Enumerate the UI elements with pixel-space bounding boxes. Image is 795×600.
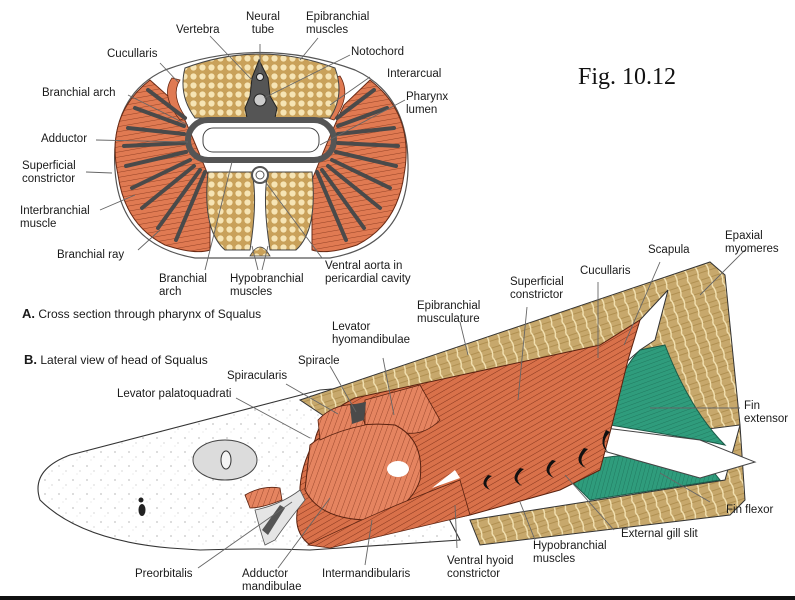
label-interarcual: Interarcual [387,68,442,80]
panel-b-caption-text: Lateral view of head of Squalus [40,353,208,367]
label-scapula: Scapula [648,244,690,256]
label-neural-tube: Neural tube [246,11,280,36]
label-vertebra: Vertebra [176,24,220,36]
label-levator-hyomandibulae: Levator hyomandibulae [332,321,411,346]
cross-section-diagram [85,35,409,271]
label-hypobranchial-muscles-a: Hypobranchial muscles [230,273,304,298]
figure-number: Fig. 10.12 [578,64,677,90]
label-external-gill-slit: External gill slit [621,528,698,540]
label-pharynx-lumen: Pharynx lumen [406,91,449,116]
label-levator-palatoquadrati: Levator palatoquadrati [117,388,232,400]
label-fin-extensor: Fin extensor [744,400,789,425]
eye [220,450,232,470]
label-branchial-ray: Branchial ray [57,249,125,261]
label-cucullaris-b: Cucullaris [580,265,631,277]
hypobranchial-band [469,424,746,546]
label-intermandibularis: Intermandibularis [322,568,411,580]
right-branchial-muscle [311,79,407,253]
bottom-border [0,596,795,600]
preorbitalis-muscle [244,486,283,509]
label-fin-flexor: Fin flexor [726,504,774,516]
label-adductor: Adductor [41,133,88,145]
spiracle [350,402,366,424]
panel-a-letter: A. [22,306,35,321]
left-branchial-muscle [114,79,211,253]
muscle-highlight [387,461,409,477]
panel-a-caption: A. Cross section through pharynx of Squa… [22,306,261,321]
label-adductor-mandibulae: Adductor mandibulae [242,568,302,593]
nostril [138,504,146,516]
panel-b-letter: B. [24,352,37,367]
muscle-highlight-triangle [432,470,460,488]
label-spiracle: Spiracle [298,355,340,367]
pharynx-lumen [202,127,320,153]
label-notochord: Notochord [351,46,405,58]
hypobranchial-small [249,246,271,257]
label-branchial-arch-top: Branchial arch [42,87,116,99]
neural-tube [256,73,264,81]
label-cucullaris-a: Cucullaris [107,48,158,60]
panel-a-caption-text: Cross section through pharynx of Squalus [38,307,262,321]
panel-a-leader-lines [85,35,406,271]
panel-b-caption: B. Lateral view of head of Squalus [24,352,208,367]
label-epaxial-myomeres: Epaxial myomeres [725,230,779,255]
label-superficial-constrictor-a: Superficial constrictor [22,160,76,185]
label-interbranchial-muscle: Interbranchial muscle [20,205,90,230]
label-spiracularis: Spiracularis [227,370,288,382]
label-preorbitalis: Preorbitalis [135,568,193,580]
label-superficial-constrictor-b: Superficial constrictor [510,276,564,301]
label-ventral-hyoid-constrictor: Ventral hyoid constrictor [447,555,514,580]
panel-b-leader-lines [197,249,746,569]
hypobranchial-left [206,171,256,251]
right-branchial-rays [315,88,400,242]
intermandibularis [306,479,471,549]
ventral-branchial-arch [225,158,297,163]
lateral-view-diagram [37,249,757,569]
notochord [253,93,267,107]
left-branchial-rays [122,88,207,242]
label-branchial-arch-bottom: Branchial arch [159,273,207,298]
jaw-tooth-band [262,505,285,535]
external-gill-slits [483,430,610,490]
label-hypobranchial-muscles-b: Hypobranchial muscles [533,540,607,565]
label-ventral-aorta: Ventral aorta in pericardial cavity [325,260,411,285]
label-epibranchial-muscles: Epibranchial muscles [306,11,370,36]
label-epibranchial-musculature: Epibranchial musculature [417,300,481,325]
